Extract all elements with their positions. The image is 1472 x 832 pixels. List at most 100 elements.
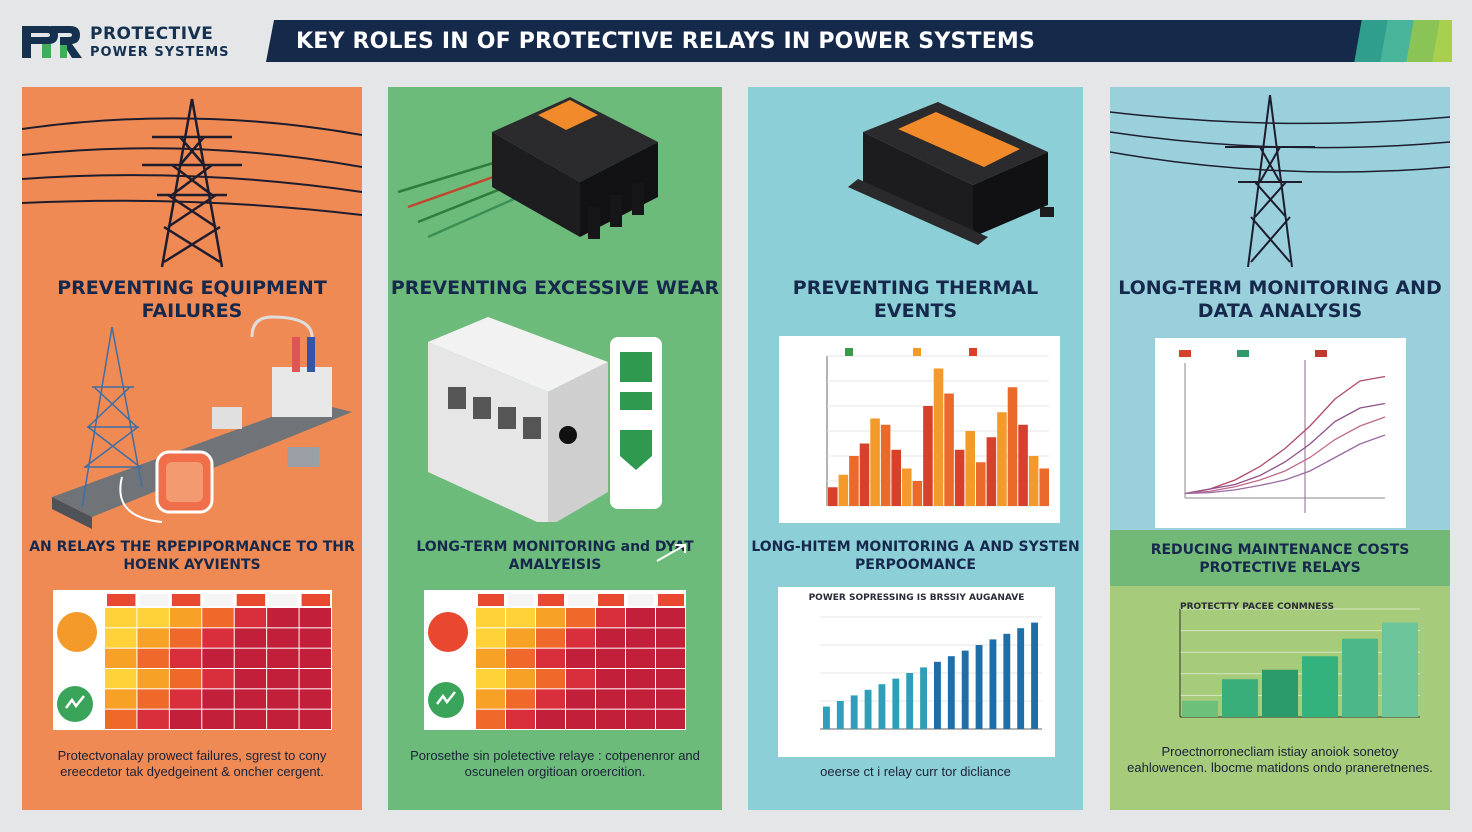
- heatmap-cell: [202, 628, 234, 648]
- cost-bar-chart: PROTECTTY PACEE CONMNESS: [1130, 592, 1430, 737]
- check-badge-icon: [57, 686, 93, 722]
- heatmap-cell: [476, 628, 505, 648]
- series-line: [1184, 402, 1386, 495]
- panel-subtitle: LONG-HITEM MONITORING A AND SYSTEN PERPO…: [751, 539, 1080, 573]
- bar: [1031, 622, 1038, 729]
- heatmap-cell: [137, 689, 169, 709]
- panel-subtitle: LONG-TERM MONITORING and DYAT AMALYEISIS: [416, 539, 694, 573]
- heatmap-cell: [234, 669, 267, 689]
- heatmap-cell: [137, 709, 169, 729]
- heatmap-cell: [566, 709, 595, 729]
- legend-swatch: [845, 348, 853, 356]
- heatmap-cell: [506, 709, 535, 729]
- heatmap-cell: [202, 648, 234, 668]
- panel-title: PREVENTING THERMAL EVENTS: [792, 277, 1039, 322]
- heatmap-cell: [234, 648, 267, 668]
- heatmap-cell: [656, 608, 685, 628]
- heatmap-cell: [267, 628, 299, 648]
- performance-bar-chart: POWER SOPRESSING IS BRSSIY AUGANAVE: [778, 587, 1055, 757]
- page-title: KEY ROLES IN OF PROTECTIVE RELAYS IN POW…: [296, 29, 1036, 54]
- bar: [891, 449, 901, 506]
- legend-swatch: [1315, 350, 1327, 357]
- heatmap-cell: [169, 628, 202, 648]
- bar: [1039, 468, 1049, 506]
- heatmap-cell: [536, 648, 565, 668]
- heatmap-cell: [566, 628, 595, 648]
- heatmap-header-cell: [236, 594, 266, 606]
- heatmap-cell: [596, 608, 625, 628]
- brand-tagline: POWER SYSTEMS: [90, 44, 230, 60]
- bar: [870, 418, 880, 506]
- bar: [997, 412, 1007, 506]
- heatmap-header-cell: [269, 594, 298, 606]
- heatmap-header-cell: [598, 594, 624, 606]
- heatmap-cell: [506, 608, 535, 628]
- heatmap-cell: [536, 669, 565, 689]
- heatmap-grid: [476, 594, 685, 729]
- panel-body: Protectvonalay prowect failures, sgrest …: [57, 748, 327, 779]
- panel-subtitle: AN RELAYS THE RPEPIPORMANCE TO THR HOENK…: [29, 539, 355, 573]
- heatmap-header-cell: [478, 594, 504, 606]
- heatmap-header-cell: [658, 594, 684, 606]
- heatmap-cell: [506, 689, 535, 709]
- heatmap-cell: [656, 628, 685, 648]
- heatmap-cell: [137, 648, 169, 668]
- heatmap-cell: [626, 669, 655, 689]
- heatmap-cell: [299, 608, 331, 628]
- series-line: [1184, 416, 1386, 495]
- bar: [920, 667, 927, 729]
- bar: [961, 650, 969, 729]
- bar: [1003, 633, 1011, 729]
- panel-thermal-events: PREVENTING THERMAL EVENTS LONG-HITEM MON…: [748, 87, 1083, 810]
- heatmap-cell: [566, 648, 595, 668]
- heatmap-cell: [299, 628, 331, 648]
- panel-monitoring-analysis: LONG-TERM MONITORING AND DATA ANALYSIS R…: [1110, 87, 1450, 810]
- trend-chart-plot: [1179, 350, 1386, 513]
- bar: [828, 487, 838, 506]
- bar: [906, 673, 914, 729]
- heatmap-cell: [137, 669, 169, 689]
- heatmap-cell: [656, 689, 685, 709]
- panel-body: oeerse ct i relay curr tor dicliance: [820, 764, 1011, 779]
- heatmap-header-cell: [139, 594, 168, 606]
- bar: [989, 639, 997, 729]
- heatmap-cell: [267, 669, 299, 689]
- bar: [976, 462, 986, 506]
- heatmap-cell: [596, 669, 625, 689]
- heatmap-cell: [506, 628, 535, 648]
- heatmap-cell: [536, 709, 565, 729]
- legend-swatch: [913, 348, 921, 356]
- legend-swatch: [969, 348, 977, 356]
- bar: [1017, 628, 1025, 729]
- heatmap-cell: [626, 689, 655, 709]
- heatmap-cell: [234, 689, 267, 709]
- heatmap-cell: [476, 608, 505, 628]
- heatmap-header-cell: [301, 594, 330, 606]
- bar: [933, 368, 944, 506]
- heatmap-cell: [626, 648, 655, 668]
- bar: [975, 645, 983, 729]
- transmission-tower-icon: [22, 98, 362, 268]
- heatmap-cell: [656, 669, 685, 689]
- heatmap-cell: [566, 689, 595, 709]
- bar: [1382, 622, 1418, 717]
- heatmap-cell: [105, 669, 137, 689]
- warning-badge-icon: [57, 612, 97, 652]
- substation-illustration: [52, 315, 352, 529]
- heatmap-header-cell: [628, 594, 654, 606]
- heatmap-cell: [299, 689, 331, 709]
- check-badge-icon: [428, 682, 464, 718]
- bar: [1018, 424, 1028, 506]
- heatmap-cell: [202, 608, 234, 628]
- heatmap-cell: [267, 648, 299, 668]
- heatmap-cell: [169, 689, 202, 709]
- bar: [892, 678, 900, 729]
- heatmap-cell: [137, 628, 169, 648]
- heatmap-chart: [424, 590, 686, 730]
- heatmap-header-cell: [508, 594, 534, 606]
- chart-title: PROTECTTY PACEE CONMNESS: [1180, 602, 1334, 612]
- heatmap-cell: [476, 689, 505, 709]
- heatmap-cell: [234, 628, 267, 648]
- heatmap-cell: [234, 709, 267, 729]
- title-bar: KEY ROLES IN OF PROTECTIVE RELAYS IN POW…: [266, 20, 1452, 62]
